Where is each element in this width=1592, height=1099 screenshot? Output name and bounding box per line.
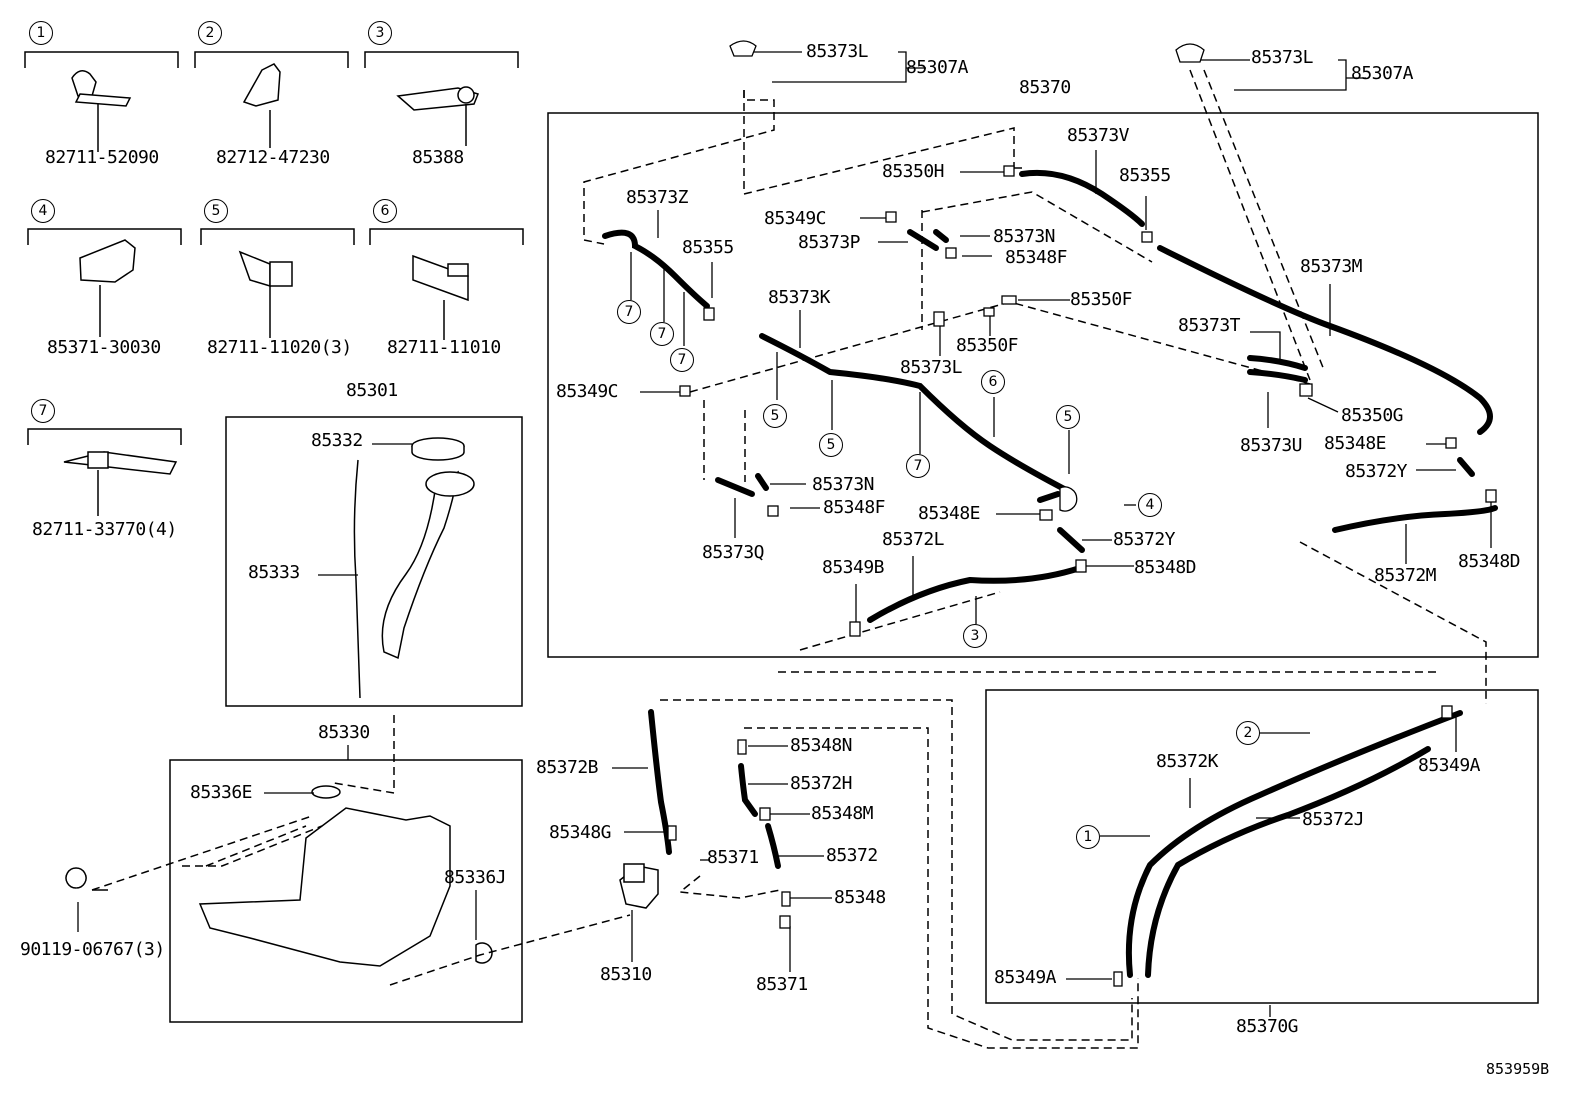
part-label-85373N-upper[interactable]: 85373N <box>993 226 1056 247</box>
part-label-85349B[interactable]: 85349B <box>822 557 885 578</box>
part-number-clip-3[interactable]: 85388 <box>412 147 464 168</box>
part-label-85348E-center[interactable]: 85348E <box>918 503 981 524</box>
part-label-85372L[interactable]: 85372L <box>882 529 945 550</box>
part-label-85373T[interactable]: 85373T <box>1178 315 1241 336</box>
part-label-85372J[interactable]: 85372J <box>1302 809 1365 830</box>
part-label-85349C-lower[interactable]: 85349C <box>556 381 619 402</box>
part-number-clip-5[interactable]: 82711-11020(3) <box>207 337 352 358</box>
part-label-85355-left[interactable]: 85355 <box>682 237 734 258</box>
part-label-85373L-left[interactable]: 85373L <box>806 41 869 62</box>
part-label-85307A-left[interactable]: 85307A <box>906 57 969 78</box>
part-number-clip-1[interactable]: 82711-52090 <box>45 147 159 168</box>
part-label-85336E[interactable]: 85336E <box>190 782 253 803</box>
diagram-code: 853959B <box>1486 1060 1550 1078</box>
part-label-85348E-right[interactable]: 85348E <box>1324 433 1387 454</box>
callout-clip-5: 5 <box>1056 405 1080 429</box>
part-label-85348N[interactable]: 85348N <box>790 735 853 756</box>
callout-clip-5: 5 <box>763 404 787 428</box>
part-label-85349C-upper[interactable]: 85349C <box>764 208 827 229</box>
callout-clip-7: 7 <box>617 300 641 324</box>
callout-clip-7: 7 <box>670 348 694 372</box>
part-label-85372Y-right[interactable]: 85372Y <box>1345 461 1408 482</box>
callout-clip-4: 4 <box>1138 493 1162 517</box>
part-label-85372K[interactable]: 85372K <box>1156 751 1219 772</box>
callout-clip-7: 7 <box>650 322 674 346</box>
part-label-85348F-lower[interactable]: 85348F <box>823 497 886 518</box>
part-label-85373K[interactable]: 85373K <box>768 287 831 308</box>
part-label-85370[interactable]: 85370 <box>1019 77 1071 98</box>
part-label-85332[interactable]: 85332 <box>311 430 363 451</box>
callout-clip-1: 1 <box>1076 825 1100 849</box>
part-label-85372B[interactable]: 85372B <box>536 757 599 778</box>
part-label-85333[interactable]: 85333 <box>248 562 300 583</box>
part-number-clip-6[interactable]: 82711-11010 <box>387 337 501 358</box>
part-label-85370G[interactable]: 85370G <box>1236 1016 1299 1037</box>
clip-number-5: 5 <box>204 199 228 223</box>
part-label-85372M[interactable]: 85372M <box>1374 565 1437 586</box>
callout-clip-2: 2 <box>1236 721 1260 745</box>
part-label-85373Q[interactable]: 85373Q <box>702 542 765 563</box>
clip-number-2: 2 <box>198 21 222 45</box>
part-number-clip-7[interactable]: 82711-33770(4) <box>32 519 177 540</box>
part-label-85350F-lower[interactable]: 85350F <box>956 335 1019 356</box>
part-label-85336J[interactable]: 85336J <box>444 867 507 888</box>
part-label-85350G[interactable]: 85350G <box>1341 405 1404 426</box>
part-label-85373L-right[interactable]: 85373L <box>1251 47 1314 68</box>
part-label-85348D-center[interactable]: 85348D <box>1134 557 1197 578</box>
clip-number-6: 6 <box>373 199 397 223</box>
part-label-85348G[interactable]: 85348G <box>549 822 612 843</box>
part-number-clip-4[interactable]: 85371-30030 <box>47 337 161 358</box>
part-label-85348[interactable]: 85348 <box>834 887 886 908</box>
part-label-85371-lower[interactable]: 85371 <box>756 974 808 995</box>
part-label-85373N-lower[interactable]: 85373N <box>812 474 875 495</box>
callout-clip-6: 6 <box>981 370 1005 394</box>
clip-number-4: 4 <box>31 199 55 223</box>
part-label-85310[interactable]: 85310 <box>600 964 652 985</box>
part-label-85301[interactable]: 85301 <box>346 380 398 401</box>
part-label-85330[interactable]: 85330 <box>318 722 370 743</box>
callout-clip-7: 7 <box>906 454 930 478</box>
part-label-85371-upper[interactable]: 85371 <box>707 847 759 868</box>
part-label-85348M[interactable]: 85348M <box>811 803 874 824</box>
part-label-85350H[interactable]: 85350H <box>882 161 945 182</box>
part-label-85373Z[interactable]: 85373Z <box>626 187 689 208</box>
part-number-clip-2[interactable]: 82712-47230 <box>216 147 330 168</box>
part-label-85373M[interactable]: 85373M <box>1300 256 1363 277</box>
part-label-85349A-left[interactable]: 85349A <box>994 967 1057 988</box>
part-label-85348D-right[interactable]: 85348D <box>1458 551 1521 572</box>
part-label-85372Y-center[interactable]: 85372Y <box>1113 529 1176 550</box>
part-label-85373P[interactable]: 85373P <box>798 232 861 253</box>
part-label-85349A-right[interactable]: 85349A <box>1418 755 1481 776</box>
part-label-85373V[interactable]: 85373V <box>1067 125 1130 146</box>
part-label-90119-06767[interactable]: 90119-06767(3) <box>20 939 165 960</box>
part-label-85373U[interactable]: 85373U <box>1240 435 1303 456</box>
part-label-85355-right[interactable]: 85355 <box>1119 165 1171 186</box>
part-label-85372H[interactable]: 85372H <box>790 773 853 794</box>
part-label-85307A-right[interactable]: 85307A <box>1351 63 1414 84</box>
clip-number-7: 7 <box>31 399 55 423</box>
part-label-85372[interactable]: 85372 <box>826 845 878 866</box>
part-label-85373L-center[interactable]: 85373L <box>900 357 963 378</box>
callout-clip-5: 5 <box>819 433 843 457</box>
part-label-85350F-upper[interactable]: 85350F <box>1070 289 1133 310</box>
clip-number-1: 1 <box>29 21 53 45</box>
part-label-85348F-upper[interactable]: 85348F <box>1005 247 1068 268</box>
clip-number-3: 3 <box>368 21 392 45</box>
callout-clip-3: 3 <box>963 624 987 648</box>
